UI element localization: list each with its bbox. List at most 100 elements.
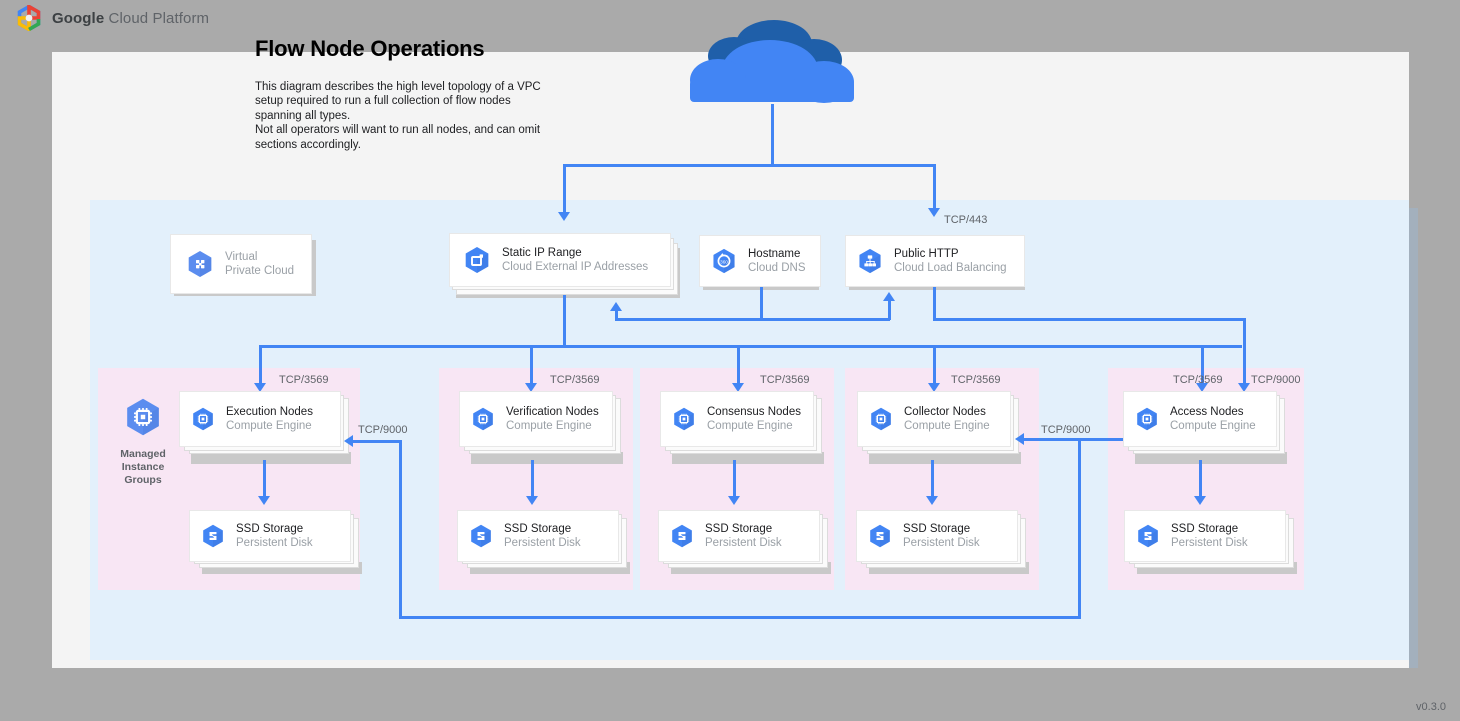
conn-access-to-collector <box>1024 438 1123 441</box>
card-consensus-ssd-storage[interactable]: SSD Storage Persistent Disk <box>658 510 820 562</box>
conn-access-loop-down <box>1078 438 1081 618</box>
card-subtitle: Persistent Disk <box>903 537 980 549</box>
page-title: Flow Node Operations <box>255 36 485 61</box>
port-label-collector-return: TCP/9000 <box>1041 424 1091 436</box>
port-label-exec-return: TCP/9000 <box>358 424 408 436</box>
compute-engine-icon <box>871 407 891 431</box>
card-title: Collector Nodes <box>904 405 986 418</box>
arrow-loop-to-execution <box>344 435 353 447</box>
port-label-https: TCP/443 <box>944 214 988 226</box>
card-title: SSD Storage <box>504 522 572 535</box>
cloud-dns-icon: 360 <box>713 248 735 274</box>
gcp-wordmark: Google Cloud Platform <box>52 10 209 27</box>
arrow-internet-to-staticip <box>558 212 570 221</box>
card-execution-nodes[interactable]: Execution Nodes Compute Engine <box>179 391 341 447</box>
conn-staticip-drop <box>563 295 566 347</box>
arrow-execution-to-disk <box>258 496 270 505</box>
conn-lb-right <box>933 318 1246 321</box>
card-shadow-execution <box>191 452 351 464</box>
card-subtitle: Compute Engine <box>707 420 793 432</box>
card-consensus-nodes[interactable]: Consensus Nodes Compute Engine <box>660 391 814 447</box>
conn-internet-trunk <box>771 104 774 166</box>
card-subtitle: Persistent Disk <box>1171 537 1248 549</box>
card-static-ip-range[interactable]: Static IP Range Cloud External IP Addres… <box>449 233 671 287</box>
card-title: Execution Nodes <box>226 405 313 418</box>
card-title: Public HTTP <box>894 247 959 260</box>
card-execution-ssd-storage[interactable]: SSD Storage Persistent Disk <box>189 510 351 562</box>
compute-engine-icon <box>1137 407 1157 431</box>
persistent-disk-icon <box>1138 524 1158 548</box>
conn-loop-to-execution <box>353 440 402 443</box>
card-verification-nodes[interactable]: Verification Nodes Compute Engine <box>459 391 613 447</box>
persistent-disk-icon <box>203 524 223 548</box>
caption-l2: Instance <box>121 461 165 473</box>
version-label: v0.3.0 <box>1416 701 1446 713</box>
card-subtitle: Cloud External IP Addresses <box>502 261 649 273</box>
page-subtitle: This diagram describes the high level to… <box>255 81 541 151</box>
caption-l1: Managed <box>120 448 166 460</box>
card-hostname-cloud-dns[interactable]: 360 Hostname Cloud DNS <box>699 235 821 287</box>
card-public-http-load-balancing[interactable]: Public HTTP Cloud Load Balancing <box>845 235 1025 287</box>
compute-engine-icon <box>193 407 213 431</box>
managed-instance-groups-icon <box>127 398 159 436</box>
card-title: Hostname <box>748 247 801 260</box>
card-subtitle: Compute Engine <box>904 420 990 432</box>
gcp-hexagon-logo-icon <box>17 5 41 31</box>
card-subtitle: Cloud DNS <box>748 262 806 274</box>
brand-bold: Google <box>52 9 105 27</box>
arrow-consensus-to-disk <box>728 496 740 505</box>
arrow-dns-return <box>610 302 622 311</box>
card-title: SSD Storage <box>236 522 304 535</box>
card-access-nodes[interactable]: Access Nodes Compute Engine <box>1123 391 1277 447</box>
cloud-icon <box>690 20 854 103</box>
port-label-exec-in: TCP/3569 <box>279 374 329 386</box>
arrow-lb-to-access <box>1238 383 1250 392</box>
arrow-verification-to-disk <box>526 496 538 505</box>
card-shadow-verification <box>471 452 623 464</box>
card-subtitle: Compute Engine <box>506 420 592 432</box>
arrow-access-to-collector <box>1015 433 1024 445</box>
conn-access-to-disk <box>1199 460 1202 498</box>
conn-internet-to-staticip <box>563 164 566 214</box>
svg-text:360: 360 <box>720 259 728 264</box>
persistent-disk-icon <box>672 524 692 548</box>
card-title: SSD Storage <box>1171 522 1239 535</box>
arrow-access-to-disk <box>1194 496 1206 505</box>
conn-dns-return-h <box>615 318 890 321</box>
card-access-ssd-storage[interactable]: SSD Storage Persistent Disk <box>1124 510 1286 562</box>
arrow-bus-to-collector <box>928 383 940 392</box>
cloud-load-balancing-icon <box>859 248 881 274</box>
conn-collector-to-disk <box>931 460 934 498</box>
card-virtual-private-cloud[interactable]: Virtual Private Cloud <box>170 234 312 294</box>
card-title: Virtual <box>225 250 258 263</box>
arrow-bus-to-consensus <box>732 383 744 392</box>
vpc-region-shadow <box>1409 208 1418 668</box>
caption-l3: Groups <box>124 474 162 486</box>
gcp-header: Google Cloud Platform <box>0 0 1460 36</box>
conn-internet-bus <box>563 164 935 167</box>
port-label-collector-in: TCP/3569 <box>951 374 1001 386</box>
card-subtitle: Compute Engine <box>1170 420 1256 432</box>
card-subtitle: Persistent Disk <box>236 537 313 549</box>
card-subtitle: Compute Engine <box>226 420 312 432</box>
arrow-lb-up <box>883 292 895 301</box>
card-collector-nodes[interactable]: Collector Nodes Compute Engine <box>857 391 1011 447</box>
conn-lb-up-stub <box>888 300 891 320</box>
persistent-disk-icon <box>870 524 890 548</box>
conn-bus-to-access <box>1201 345 1204 385</box>
arrow-bus-to-verification <box>525 383 537 392</box>
persistent-disk-icon <box>471 524 491 548</box>
card-collector-ssd-storage[interactable]: SSD Storage Persistent Disk <box>856 510 1018 562</box>
card-verification-ssd-storage[interactable]: SSD Storage Persistent Disk <box>457 510 619 562</box>
conn-lb-drop <box>933 287 936 321</box>
card-shadow-consensus <box>672 452 824 464</box>
conn-node-bus <box>259 345 1242 348</box>
conn-dns-down <box>760 287 763 320</box>
arrow-collector-to-disk <box>926 496 938 505</box>
conn-bus-to-execution <box>259 345 262 385</box>
card-shadow-collector <box>869 452 1021 464</box>
compute-engine-icon <box>674 407 694 431</box>
port-label-access-in: TCP/3569 <box>1173 374 1223 386</box>
conn-bus-to-verification <box>530 345 533 385</box>
